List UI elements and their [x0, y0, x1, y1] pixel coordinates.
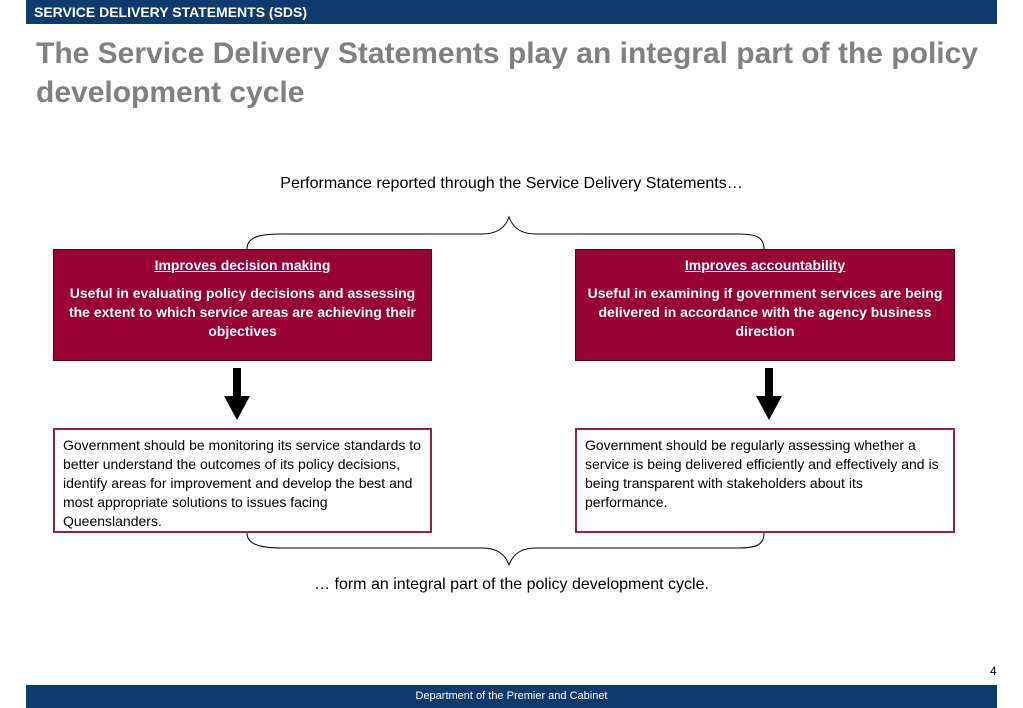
- accountability-box: Improves accountability Useful in examin…: [575, 249, 955, 361]
- accountability-summary: Useful in examining if government servic…: [587, 285, 943, 339]
- accountability-heading: Improves accountability: [684, 257, 846, 273]
- footer-organisation: Department of the Premier and Cabinet: [415, 690, 608, 702]
- lead-text: Performance reported through the Service…: [280, 175, 743, 192]
- top-brace: [246, 215, 765, 250]
- down-arrow-right-icon: [756, 368, 782, 420]
- footer-bar: Department of the Premier and Cabinet: [26, 685, 997, 708]
- decision-making-detail: Government should be monitoring its serv…: [63, 437, 421, 529]
- decision-making-heading: Improves decision making: [154, 257, 331, 273]
- decision-making-detail-box: Government should be monitoring its serv…: [53, 428, 432, 533]
- down-arrow-left-icon: [224, 368, 250, 420]
- accountability-detail: Government should be regularly assessing…: [585, 437, 939, 510]
- trail-text: … form an integral part of the policy de…: [314, 576, 709, 593]
- section-header-bar: SERVICE DELIVERY STATEMENTS (SDS): [26, 0, 997, 24]
- page-number: 4: [990, 664, 997, 678]
- accountability-detail-box: Government should be regularly assessing…: [575, 428, 955, 533]
- decision-making-summary: Useful in evaluating policy decisions an…: [68, 285, 417, 339]
- decision-making-box: Improves decision making Useful in evalu…: [53, 249, 432, 361]
- slide-title: The Service Delivery Statements play an …: [36, 37, 978, 109]
- bottom-brace: [246, 532, 765, 567]
- section-label: SERVICE DELIVERY STATEMENTS (SDS): [34, 4, 308, 20]
